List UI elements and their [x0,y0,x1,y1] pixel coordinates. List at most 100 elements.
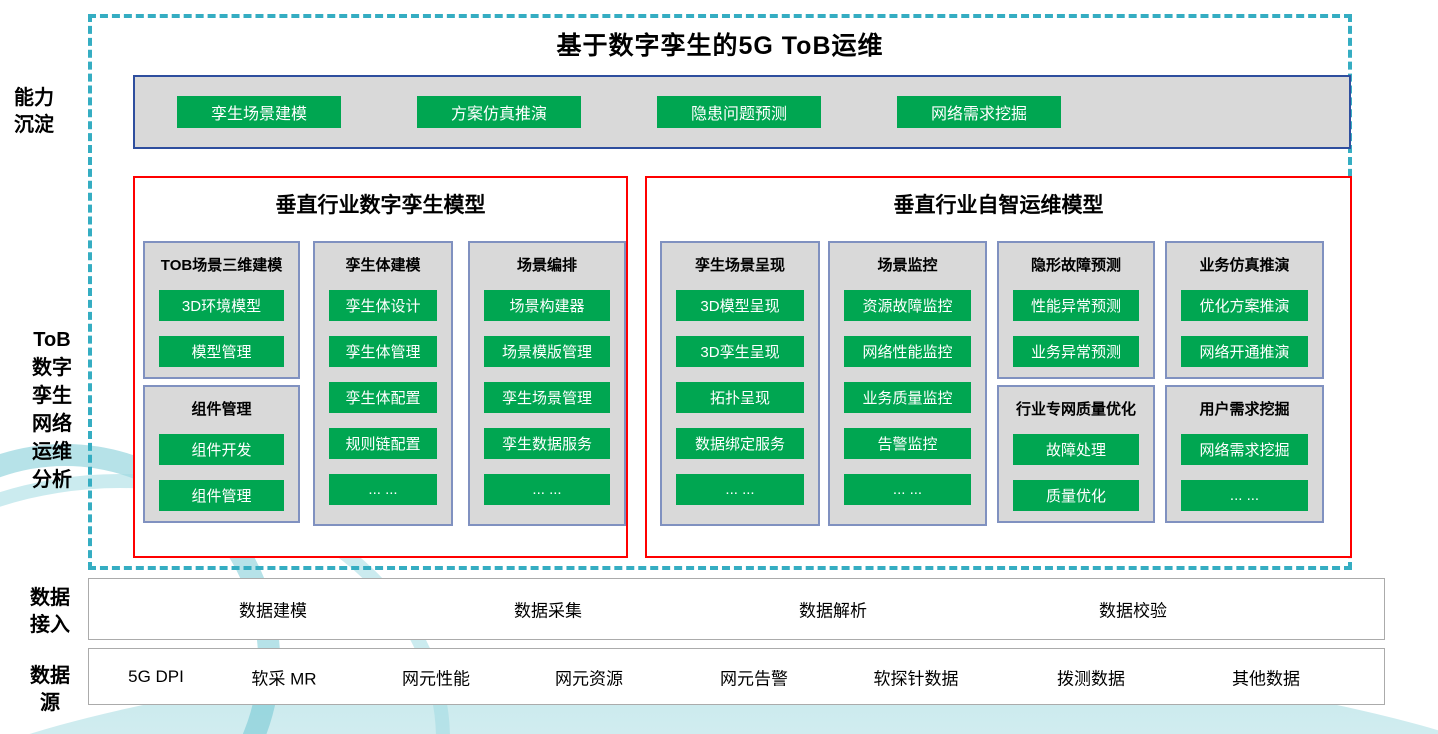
module-chip: 3D模型呈现 [676,290,804,321]
label-line: 源 [40,692,60,714]
data-source-item: 软采 MR [251,669,317,688]
group-twin-scene-presentation: 孪生场景呈现 3D模型呈现 3D孪生呈现 拓扑呈现 数据绑定服务 ... ... [660,241,820,526]
group-header: 业务仿真推演 [1199,257,1290,274]
side-label-capability: 能力 沉淀 [8,85,60,139]
module-chip: 3D孪生呈现 [676,336,804,367]
data-source-item: 其他数据 [1232,669,1300,688]
module-chip: 故障处理 [1013,434,1139,465]
module-chip: 组件开发 [159,434,284,465]
diagram-title: 基于数字孪生的5G ToB运维 [556,32,884,60]
module-chip: 资源故障监控 [844,290,971,321]
label-line: 数据 [30,665,70,687]
label-line: 沉淀 [14,114,54,136]
side-label-data-access: 数据 接入 [24,585,76,639]
module-chip: 规则链配置 [329,428,437,459]
group-header: 场景编排 [516,257,577,274]
module-chip: 场景构建器 [484,290,610,321]
group-invisible-fault-prediction: 隐形故障预测 性能异常预测 业务异常预测 [997,241,1155,379]
module-chip: ... ... [1181,480,1308,511]
group-items: 3D模型呈现 3D孪生呈现 拓扑呈现 数据绑定服务 ... ... [662,290,818,505]
module-chip: 业务异常预测 [1013,336,1139,367]
group-header: 用户需求挖掘 [1199,401,1290,418]
group-industry-network-quality-optimization: 行业专网质量优化 故障处理 质量优化 [997,385,1155,523]
module-chip: 组件管理 [159,480,284,511]
data-source-item: 网元性能 [402,669,470,688]
module-chip: 业务质量监控 [844,382,971,413]
label-line: 数据 [30,587,70,609]
group-scene-monitoring: 场景监控 资源故障监控 网络性能监控 业务质量监控 告警监控 ... ... [828,241,987,526]
group-items: 故障处理 质量优化 [999,434,1153,511]
module-chip: 网络开通推演 [1181,336,1308,367]
module-chip: 孪生体配置 [329,382,437,413]
module-chip: ... ... [676,474,804,505]
module-chip: 网络性能监控 [844,336,971,367]
group-component-management: 组件管理 组件开发 组件管理 [143,385,300,523]
group-items: 3D环境模型 模型管理 [145,290,298,367]
data-access-item: 数据校验 [1099,601,1167,621]
data-access-item: 数据解析 [799,601,867,621]
capability-chip: 网络需求挖掘 [897,96,1062,128]
group-items: 孪生体设计 孪生体管理 孪生体配置 规则链配置 ... ... [315,290,451,505]
label-line: 网络 [32,413,72,435]
group-header: 隐形故障预测 [1030,257,1121,274]
group-header: 行业专网质量优化 [1015,401,1136,418]
data-source-item: 拨测数据 [1057,669,1125,688]
group-twin-modeling: 孪生体建模 孪生体设计 孪生体管理 孪生体配置 规则链配置 ... ... [313,241,453,526]
panel-title: 垂直行业数字孪生模型 [275,194,486,217]
module-chip: 孪生体管理 [329,336,437,367]
module-chip: 性能异常预测 [1013,290,1139,321]
group-business-simulation: 业务仿真推演 优化方案推演 网络开通推演 [1165,241,1324,379]
module-chip: ... ... [484,474,610,505]
module-chip: 孪生场景管理 [484,382,610,413]
label-line: ToB [33,329,71,351]
group-header: 孪生体建模 [345,257,421,274]
data-source-item: 网元资源 [555,669,623,688]
module-chip: 数据绑定服务 [676,428,804,459]
capability-chip: 隐患问题预测 [657,96,822,128]
group-items: 资源故障监控 网络性能监控 业务质量监控 告警监控 ... ... [830,290,985,505]
module-chip: 孪生体设计 [329,290,437,321]
panel-digital-twin-model: 垂直行业数字孪生模型 TOB场景三维建模 3D环境模型 模型管理 组件管理 组件… [133,176,628,558]
group-header: 场景监控 [877,257,938,274]
module-chip: ... ... [844,474,971,505]
module-chip: 优化方案推演 [1181,290,1308,321]
group-user-demand-mining: 用户需求挖掘 网络需求挖掘 ... ... [1165,385,1324,523]
label-line: 数字 [32,357,72,379]
module-chip: 告警监控 [844,428,971,459]
group-items: 网络需求挖掘 ... ... [1167,434,1322,511]
data-access-item: 数据建模 [239,601,307,621]
group-items: 场景构建器 场景模版管理 孪生场景管理 孪生数据服务 ... ... [470,290,624,505]
label-line: 能力 [14,87,54,109]
capability-chip: 孪生场景建模 [177,96,342,128]
group-scene-orchestration: 场景编排 场景构建器 场景模版管理 孪生场景管理 孪生数据服务 ... ... [468,241,626,526]
label-line: 孪生 [32,385,72,407]
data-access-item: 数据采集 [514,601,582,621]
data-source-item: 软探针数据 [873,669,959,688]
group-header: 组件管理 [191,401,252,418]
side-label-analysis: ToB 数字 孪生 网络 运维 分析 [26,326,78,494]
group-header: 孪生场景呈现 [694,257,785,274]
module-chip: 网络需求挖掘 [1181,434,1308,465]
module-chip: 质量优化 [1013,480,1139,511]
capability-bar: 孪生场景建模 方案仿真推演 隐患问题预测 网络需求挖掘 [133,75,1351,149]
group-items: 优化方案推演 网络开通推演 [1167,290,1322,367]
label-line: 运维 [32,441,72,463]
label-line: 分析 [32,469,72,491]
group-items: 性能异常预测 业务异常预测 [999,290,1153,367]
data-source-item: 网元告警 [720,669,788,688]
data-source-row: 5G DPI 软采 MR 网元性能 网元资源 网元告警 软探针数据 拨测数据 其… [88,648,1385,705]
capability-chip: 方案仿真推演 [417,96,582,128]
group-header: TOB场景三维建模 [160,257,283,274]
group-tob-scene-3d-modeling: TOB场景三维建模 3D环境模型 模型管理 [143,241,300,379]
data-access-row: 数据建模 数据采集 数据解析 数据校验 [88,578,1385,640]
panel-title: 垂直行业自智运维模型 [893,194,1104,217]
module-chip: 拓扑呈现 [676,382,804,413]
panel-autonomous-ops-model: 垂直行业自智运维模型 孪生场景呈现 3D模型呈现 3D孪生呈现 拓扑呈现 数据绑… [645,176,1352,558]
group-items: 组件开发 组件管理 [145,434,298,511]
side-label-data-source: 数据 源 [24,663,76,717]
module-chip: ... ... [329,474,437,505]
module-chip: 3D环境模型 [159,290,284,321]
module-chip: 场景模版管理 [484,336,610,367]
